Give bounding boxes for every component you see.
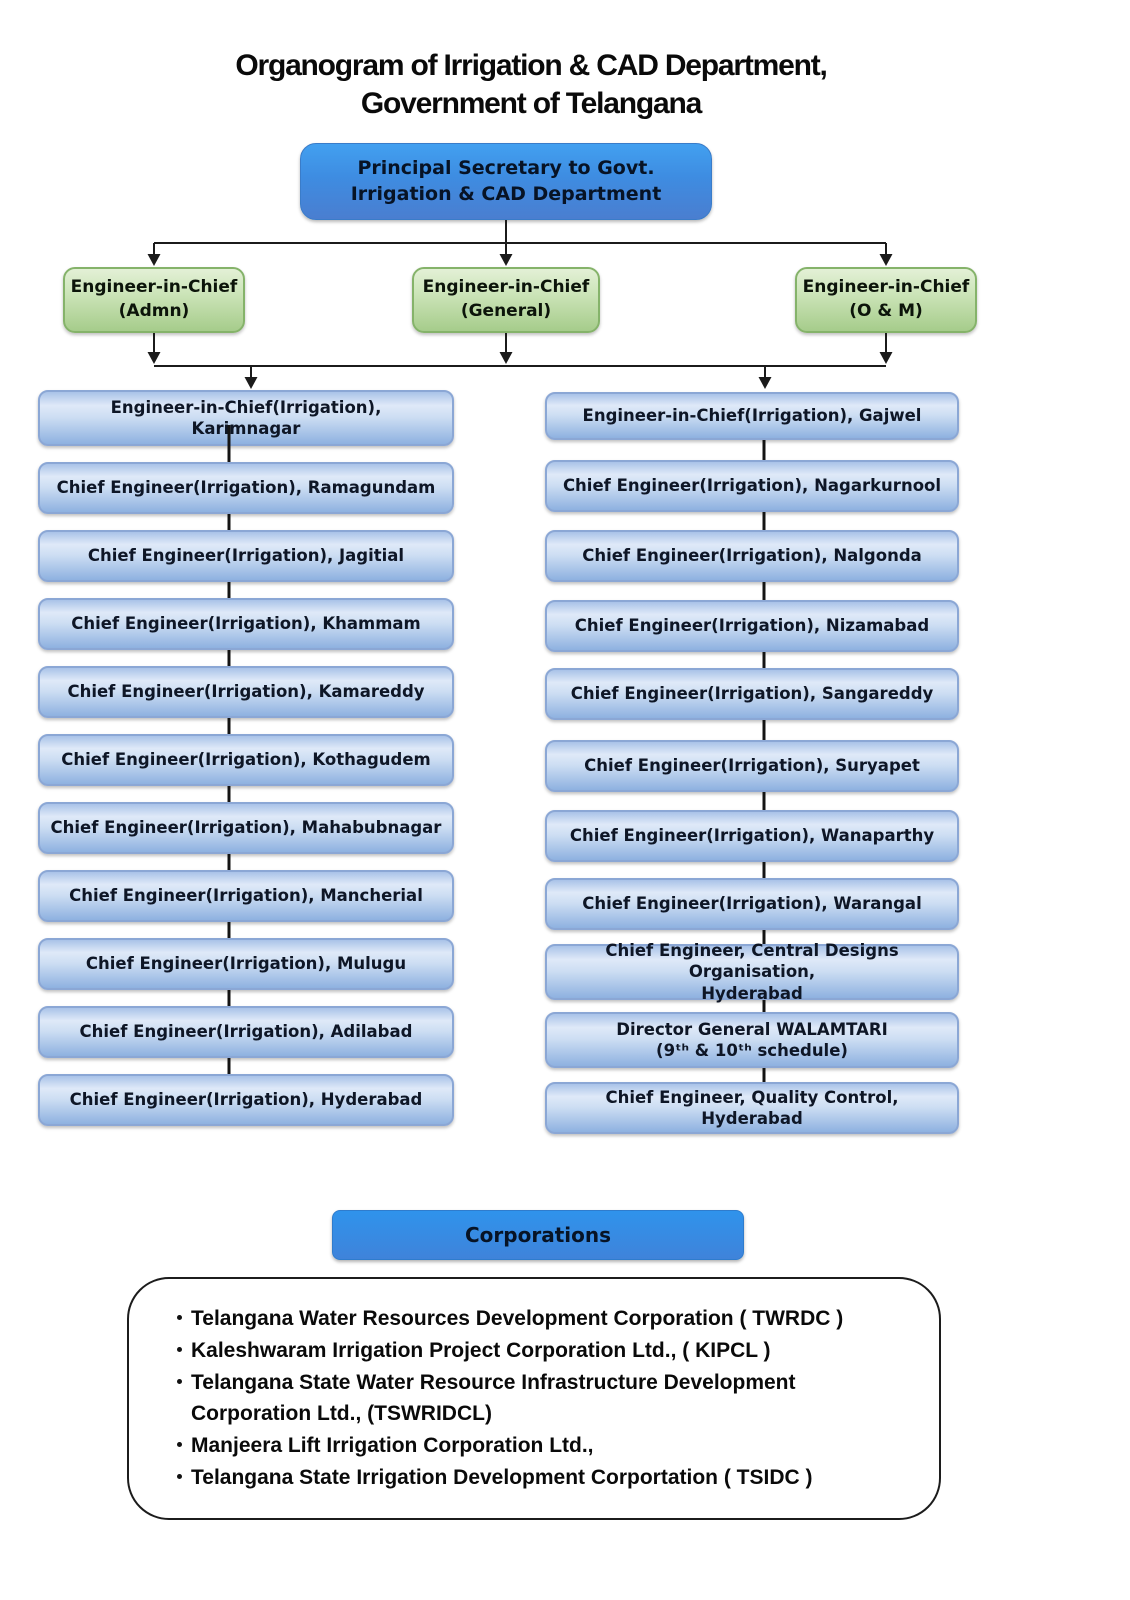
node-ce-mancherial: Chief Engineer(Irrigation), Mancherial [38, 870, 454, 922]
node-ce-quality-control: Chief Engineer, Quality Control, Hyderab… [545, 1082, 959, 1134]
list-item: Telangana Water Resources Development Co… [177, 1303, 913, 1334]
bullet-icon [177, 1347, 191, 1352]
node-ce-hyderabad: Chief Engineer(Irrigation), Hyderabad [38, 1074, 454, 1126]
corporation-tsidc: Telangana State Irrigation Development C… [191, 1466, 813, 1489]
corporation-tswridcl: Telangana State Water Resource Infrastru… [191, 1371, 796, 1425]
list-item: Telangana State Irrigation Development C… [177, 1462, 913, 1493]
node-ce-warangal: Chief Engineer(Irrigation), Warangal [545, 878, 959, 930]
node-ce-wanaparthy: Chief Engineer(Irrigation), Wanaparthy [545, 810, 959, 862]
node-ce-nalgonda: Chief Engineer(Irrigation), Nalgonda [545, 530, 959, 582]
node-ce-khammam: Chief Engineer(Irrigation), Khammam [38, 598, 454, 650]
node-engineer-in-chief-om: Engineer-in-Chief (O & M) [795, 267, 977, 333]
node-ce-ramagundam: Chief Engineer(Irrigation), Ramagundam [38, 462, 454, 514]
bullet-icon [177, 1379, 191, 1384]
node-ce-suryapet: Chief Engineer(Irrigation), Suryapet [545, 740, 959, 792]
node-ce-mahabubnagar: Chief Engineer(Irrigation), Mahabubnagar [38, 802, 454, 854]
node-engineer-in-chief-admn: Engineer-in-Chief (Admn) [63, 267, 245, 333]
node-ce-jagitial: Chief Engineer(Irrigation), Jagitial [38, 530, 454, 582]
corporations-header: Corporations [332, 1210, 744, 1260]
corporation-twrdc: Telangana Water Resources Development Co… [191, 1307, 844, 1330]
node-principal-secretary: Principal Secretary to Govt. Irrigation … [300, 143, 712, 220]
node-ce-nizamabad: Chief Engineer(Irrigation), Nizamabad [545, 600, 959, 652]
node-ce-central-designs-organisation: Chief Engineer, Central Designs Organisa… [545, 941, 959, 1003]
bullet-icon [177, 1315, 191, 1320]
page-title-line2: Government of Telangana [360, 87, 702, 120]
bullet-icon [177, 1442, 191, 1447]
node-ce-kothagudem: Chief Engineer(Irrigation), Kothagudem [38, 734, 454, 786]
corporation-manjeera: Manjeera Lift Irrigation Corporation Ltd… [191, 1434, 594, 1457]
node-ce-mulugu: Chief Engineer(Irrigation), Mulugu [38, 938, 454, 990]
corporations-list-box: Telangana Water Resources Development Co… [127, 1277, 941, 1520]
node-ce-nagarkurnool: Chief Engineer(Irrigation), Nagarkurnool [545, 460, 959, 512]
page-title: Organogram of Irrigation & CAD Departmen… [235, 49, 828, 82]
corporations-list: Telangana Water Resources Development Co… [177, 1303, 913, 1494]
node-ce-adilabad: Chief Engineer(Irrigation), Adilabad [38, 1006, 454, 1058]
bullet-icon [177, 1474, 191, 1479]
corporation-kipcl: Kaleshwaram Irrigation Project Corporati… [191, 1339, 771, 1362]
node-enc-gajwel: Engineer-in-Chief(Irrigation), Gajwel [545, 392, 959, 440]
node-enc-karimnagar: Engineer-in-Chief(Irrigation), Karimnaga… [38, 390, 454, 446]
list-item: Telangana State Water Resource Infrastru… [177, 1367, 913, 1429]
node-engineer-in-chief-general: Engineer-in-Chief (General) [412, 267, 600, 333]
node-director-general-walamtari: Director General WALAMTARI (9ᵗʰ & 10ᵗʰ s… [545, 1012, 959, 1068]
node-ce-kamareddy: Chief Engineer(Irrigation), Kamareddy [38, 666, 454, 718]
node-ce-sangareddy: Chief Engineer(Irrigation), Sangareddy [545, 668, 959, 720]
list-item: Manjeera Lift Irrigation Corporation Ltd… [177, 1430, 913, 1461]
list-item: Kaleshwaram Irrigation Project Corporati… [177, 1335, 913, 1366]
